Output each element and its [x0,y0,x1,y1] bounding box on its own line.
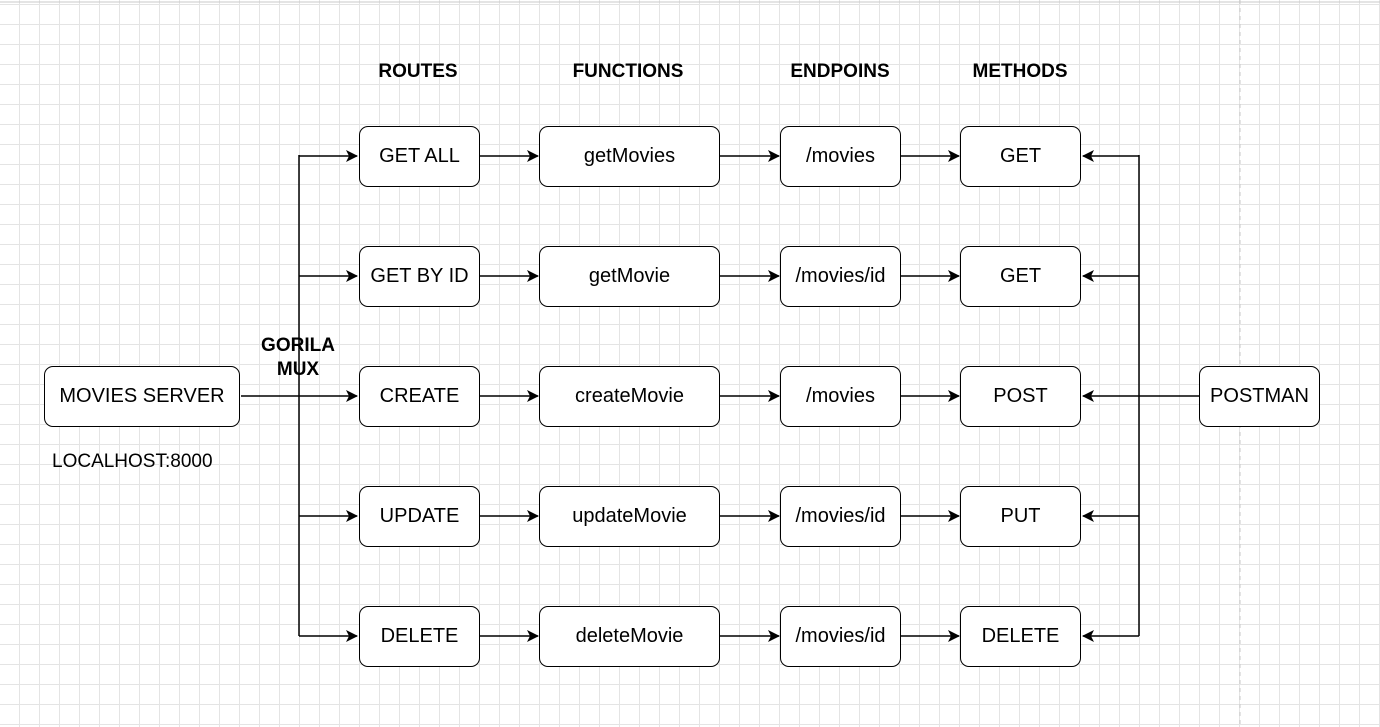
route-node[interactable]: GET BY ID [359,246,480,307]
router-label: GORILA MUX [252,334,344,382]
server-host-label: LOCALHOST:8000 [52,451,213,472]
function-node[interactable]: updateMovie [539,486,720,547]
method-node[interactable]: DELETE [960,606,1081,667]
header-methods: METHODS [972,61,1068,82]
header-routes: ROUTES [378,61,458,82]
endpoint-node[interactable]: /movies/id [780,606,901,667]
function-node[interactable]: getMovies [539,126,720,187]
route-node[interactable]: UPDATE [359,486,480,547]
route-node[interactable]: GET ALL [359,126,480,187]
endpoint-node[interactable]: /movies/id [780,246,901,307]
function-node[interactable]: getMovie [539,246,720,307]
router-label-line1: GORILA [261,335,335,356]
route-node[interactable]: CREATE [359,366,480,427]
header-functions: FUNCTIONS [572,61,684,82]
route-node[interactable]: DELETE [359,606,480,667]
method-node[interactable]: GET [960,126,1081,187]
endpoint-node[interactable]: /movies [780,366,901,427]
endpoint-node[interactable]: /movies/id [780,486,901,547]
function-node[interactable]: createMovie [539,366,720,427]
method-node[interactable]: POST [960,366,1081,427]
function-node[interactable]: deleteMovie [539,606,720,667]
method-node[interactable]: GET [960,246,1081,307]
postman-node[interactable]: POSTMAN [1199,366,1320,427]
method-node[interactable]: PUT [960,486,1081,547]
endpoint-node[interactable]: /movies [780,126,901,187]
router-label-line2: MUX [276,359,320,380]
movies-server-node[interactable]: MOVIES SERVER [44,366,240,427]
header-endpoints: ENDPOINS [790,61,890,82]
